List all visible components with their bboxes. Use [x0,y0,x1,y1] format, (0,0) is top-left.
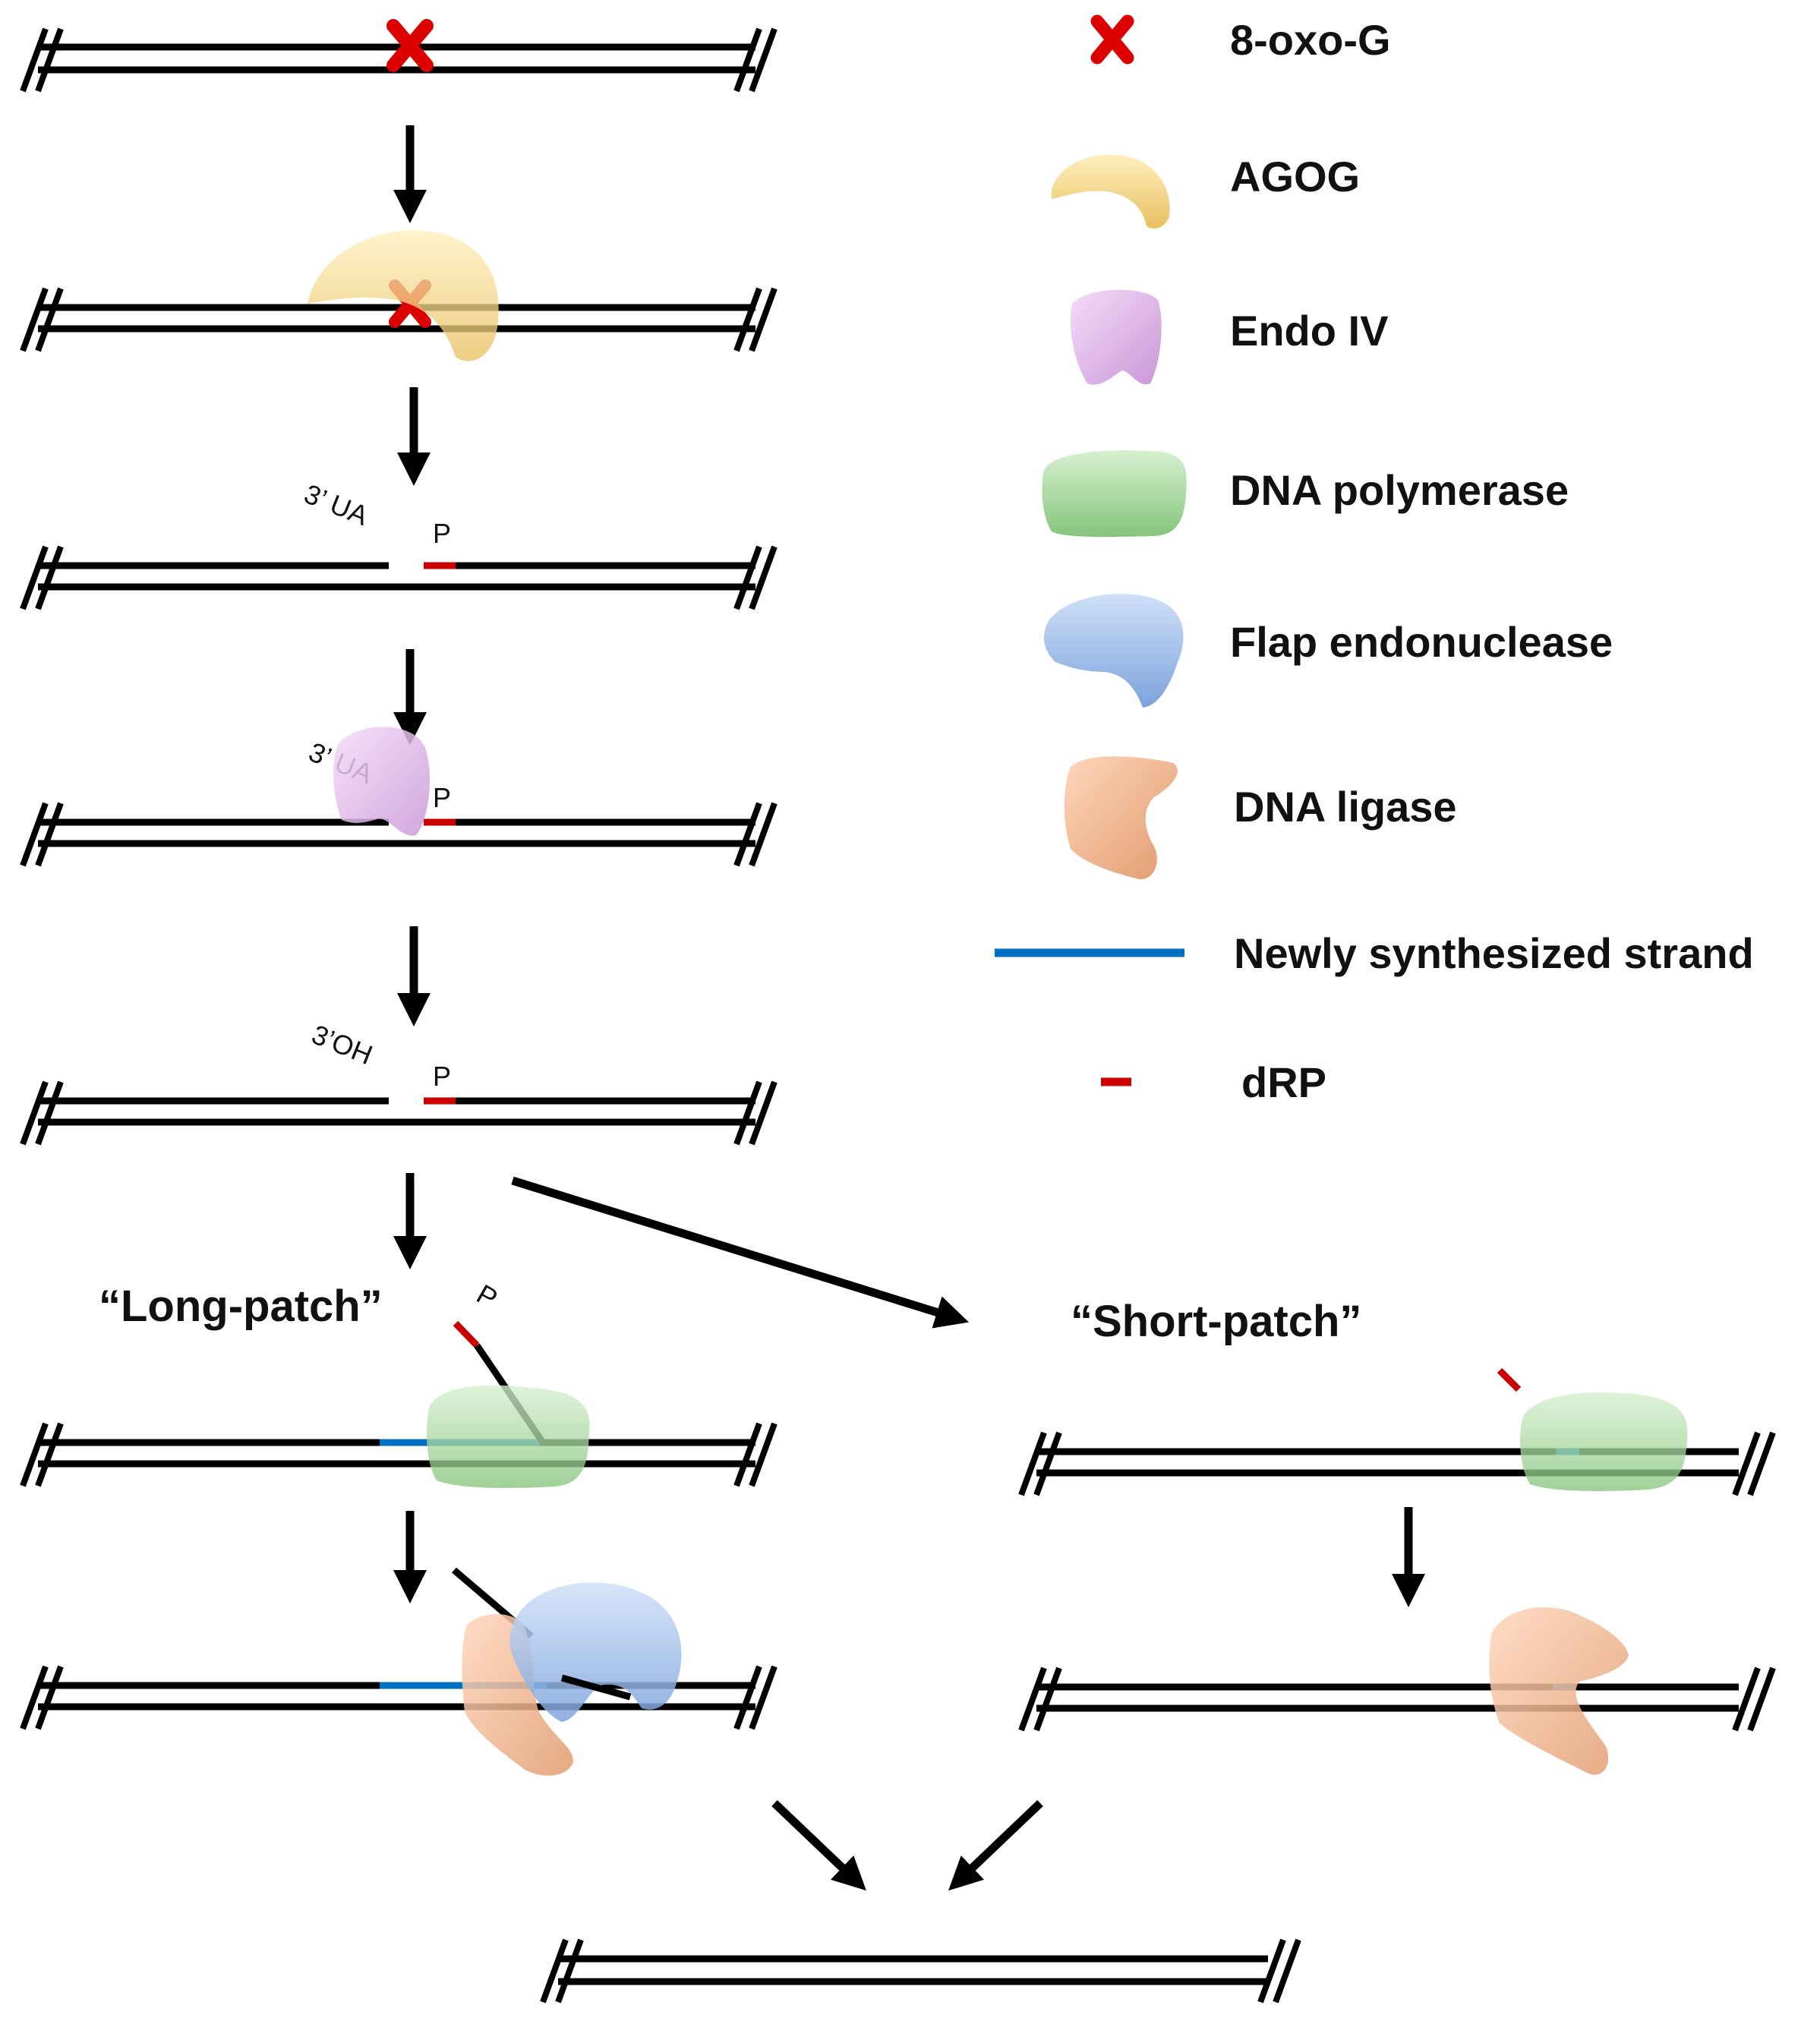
released-drp [1497,1367,1522,1392]
legend-label: DNA polymerase [1230,466,1569,514]
dna-ligase-enzyme-icon [1489,1607,1629,1775]
flap-endonuclease-enzyme-icon [509,1582,682,1722]
dna-polymerase-enzyme-icon [1520,1392,1688,1491]
legend-item-dna-polymerase: DNA polymerase [1042,450,1569,538]
branch-arrow-short-patch [511,1176,970,1329]
legend: 8-oxo-G AGOG Endo IV DNA polymerase Flap… [995,14,1754,1106]
dna-duplex-damaged [20,19,778,93]
red-x-icon [1090,14,1134,65]
legend-item-flap-endonuclease: Flap endonuclease [1043,593,1613,708]
long-patch-label: “Long-patch” [99,1282,383,1331]
agog-enzyme-icon [308,230,499,361]
dna-ligase-enzyme-icon [462,1614,573,1776]
3-prime-end-label: 3’ UA [300,478,373,531]
phosphate-label: P [433,782,451,813]
legend-label: dRP [1241,1058,1326,1106]
3-prime-oh-label: 3’OH [308,1018,377,1071]
8-oxo-g-lesion-icon [386,19,434,72]
agog-crescent-icon [1052,154,1170,229]
dna-duplex-endo-iv-bound: 3’ UA P [20,727,778,867]
legend-label: 8-oxo-G [1230,16,1391,64]
endo-iv-blob-icon [1070,289,1162,385]
dna-polymerase-blob-icon [1042,450,1187,538]
dna-duplex-agog-bound [20,230,778,361]
legend-label: Newly synthesized strand [1234,929,1754,977]
legend-label: Endo IV [1230,307,1388,355]
converge-arrow-right [948,1800,1043,1891]
phosphate-label: P [433,1061,451,1092]
flap-endonuclease-blob-icon [1043,593,1184,708]
phosphate-label: P [472,1278,503,1314]
dna-duplex-long-patch-ligation [20,1567,778,1776]
endo-iv-enzyme-icon [333,727,431,836]
dna-polymerase-enzyme-icon [427,1385,590,1488]
dna-duplex-repaired [540,1938,1301,2004]
legend-item-drp: dRP [1101,1058,1326,1106]
dna-duplex-nicked: 3’ UA P [20,478,778,610]
dna-duplex-short-patch-ligation [1018,1607,1776,1775]
drp-flap-end [453,1320,480,1348]
legend-item-dna-ligase: DNA ligase [1064,756,1457,880]
dna-duplex-long-patch-synthesis: P [20,1278,778,1488]
legend-label: AGOG [1230,153,1360,200]
dna-ligase-blob-icon [1064,756,1178,880]
phosphate-label: P [433,518,451,549]
dna-duplex-3oh: 3’OH P [20,1018,778,1146]
legend-item-newly-synthesized-strand: Newly synthesized strand [995,929,1754,977]
dna-duplex-short-patch-synthesis [1018,1367,1776,1496]
short-patch-label: “Short-patch” [1071,1297,1361,1346]
legend-label: Flap endonuclease [1230,618,1613,666]
converge-arrow-left [771,1800,866,1891]
legend-item-8-oxo-g: 8-oxo-G [1090,14,1391,65]
legend-item-endo-iv: Endo IV [1070,289,1388,385]
legend-label: DNA ligase [1234,783,1457,831]
legend-item-agog: AGOG [1052,153,1360,229]
